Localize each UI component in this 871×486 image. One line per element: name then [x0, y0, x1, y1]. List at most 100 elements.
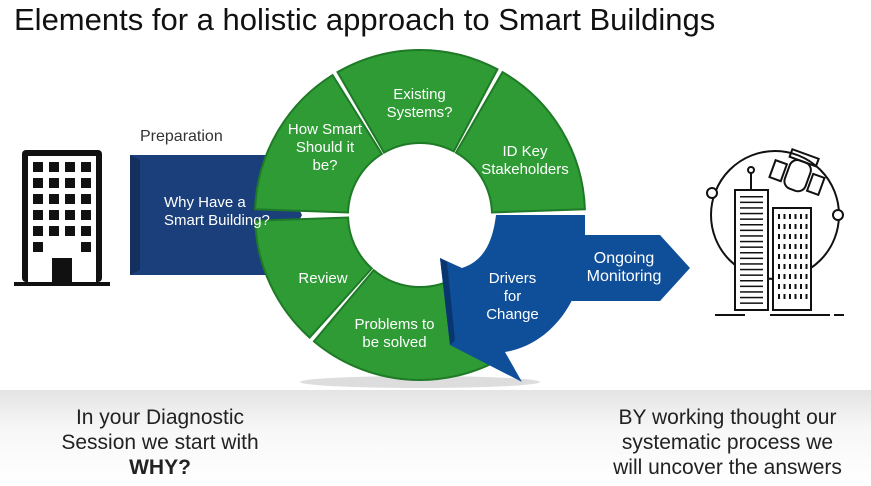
window: [33, 226, 43, 236]
window: [49, 178, 59, 188]
window: [740, 280, 763, 282]
window: [65, 226, 75, 236]
window: [81, 242, 91, 252]
window: [800, 284, 802, 289]
window: [800, 244, 802, 249]
drivers-arrow: [440, 215, 585, 382]
window: [33, 242, 43, 252]
window: [33, 210, 43, 220]
window: [783, 214, 786, 219]
window: [789, 264, 791, 269]
window: [778, 254, 780, 259]
window: [805, 244, 808, 249]
window: [81, 210, 91, 220]
window: [740, 257, 763, 260]
window: [740, 291, 763, 293]
bottom-left-line: In your Diagnostic: [75, 406, 245, 429]
bottom-right-line: BY working thought our: [618, 406, 837, 429]
window: [740, 240, 763, 243]
window: [794, 294, 797, 299]
window: [794, 274, 797, 279]
window: [778, 244, 780, 249]
window: [778, 214, 780, 219]
window: [805, 264, 808, 269]
window: [805, 224, 808, 229]
segment-how-smart: How Smart Should it be?: [287, 121, 363, 174]
window: [805, 284, 808, 289]
window: [81, 226, 91, 236]
bottom-band: [0, 390, 871, 486]
window: [805, 294, 808, 299]
window: [800, 234, 802, 239]
window: [778, 264, 780, 269]
preparation-label: Preparation: [140, 128, 223, 145]
window: [805, 274, 808, 279]
window: [800, 274, 802, 279]
window: [789, 294, 791, 299]
window: [800, 224, 802, 229]
window: [794, 264, 797, 269]
window: [33, 178, 43, 188]
window: [778, 224, 780, 229]
window: [794, 244, 797, 249]
window: [740, 252, 763, 254]
window: [794, 234, 797, 239]
window: [789, 224, 791, 229]
window: [49, 210, 59, 220]
window: [800, 264, 802, 269]
window: [789, 274, 791, 279]
window: [783, 234, 786, 239]
window: [805, 214, 808, 219]
window: [740, 274, 763, 276]
window: [783, 294, 786, 299]
ring-segment-review: [254, 216, 374, 340]
bottom-left-line: Session we start with: [61, 431, 259, 454]
bottom-right-text: BY working thought our systematic proces…: [585, 405, 870, 480]
window: [778, 274, 780, 279]
why-arrow-label: Why Have a Smart Building?: [164, 194, 270, 229]
segment-problems: Problems to be solved: [354, 316, 435, 351]
window: [65, 194, 75, 204]
window: [740, 201, 763, 204]
segment-drivers-for-change: Drivers for Change: [486, 270, 539, 323]
window: [81, 178, 91, 188]
window: [81, 194, 91, 204]
window: [789, 234, 791, 239]
bottom-right-line: will uncover the answers: [613, 456, 842, 479]
window: [49, 194, 59, 204]
window: [740, 296, 763, 299]
window: [783, 244, 786, 249]
window: [740, 268, 763, 271]
segment-review: Review: [298, 270, 348, 287]
window: [65, 178, 75, 188]
window: [794, 214, 797, 219]
window: [778, 294, 780, 299]
window: [783, 264, 786, 269]
window: [740, 285, 763, 288]
window: [783, 224, 786, 229]
window: [740, 207, 763, 209]
window: [740, 218, 763, 220]
window: [740, 196, 763, 198]
ring-segment-id-key: [454, 70, 586, 214]
segment-existing-systems: Existing Systems?: [386, 86, 453, 121]
window: [789, 254, 791, 259]
window: [789, 244, 791, 249]
window: [778, 284, 780, 289]
smart-city-icon: [706, 147, 844, 316]
bottom-left-emphasis: WHY?: [129, 456, 191, 479]
window: [800, 214, 802, 219]
ring-segment-existing: [336, 49, 499, 155]
window: [33, 162, 43, 172]
window: [805, 254, 808, 259]
bottom-right-line: systematic process we: [621, 431, 834, 454]
window: [740, 212, 763, 215]
monitoring-arrow-label: Ongoing Monitoring: [586, 250, 662, 285]
window: [794, 254, 797, 259]
window: [740, 235, 763, 237]
window: [740, 302, 763, 304]
window: [789, 214, 791, 219]
window: [49, 226, 59, 236]
window: [800, 254, 802, 259]
